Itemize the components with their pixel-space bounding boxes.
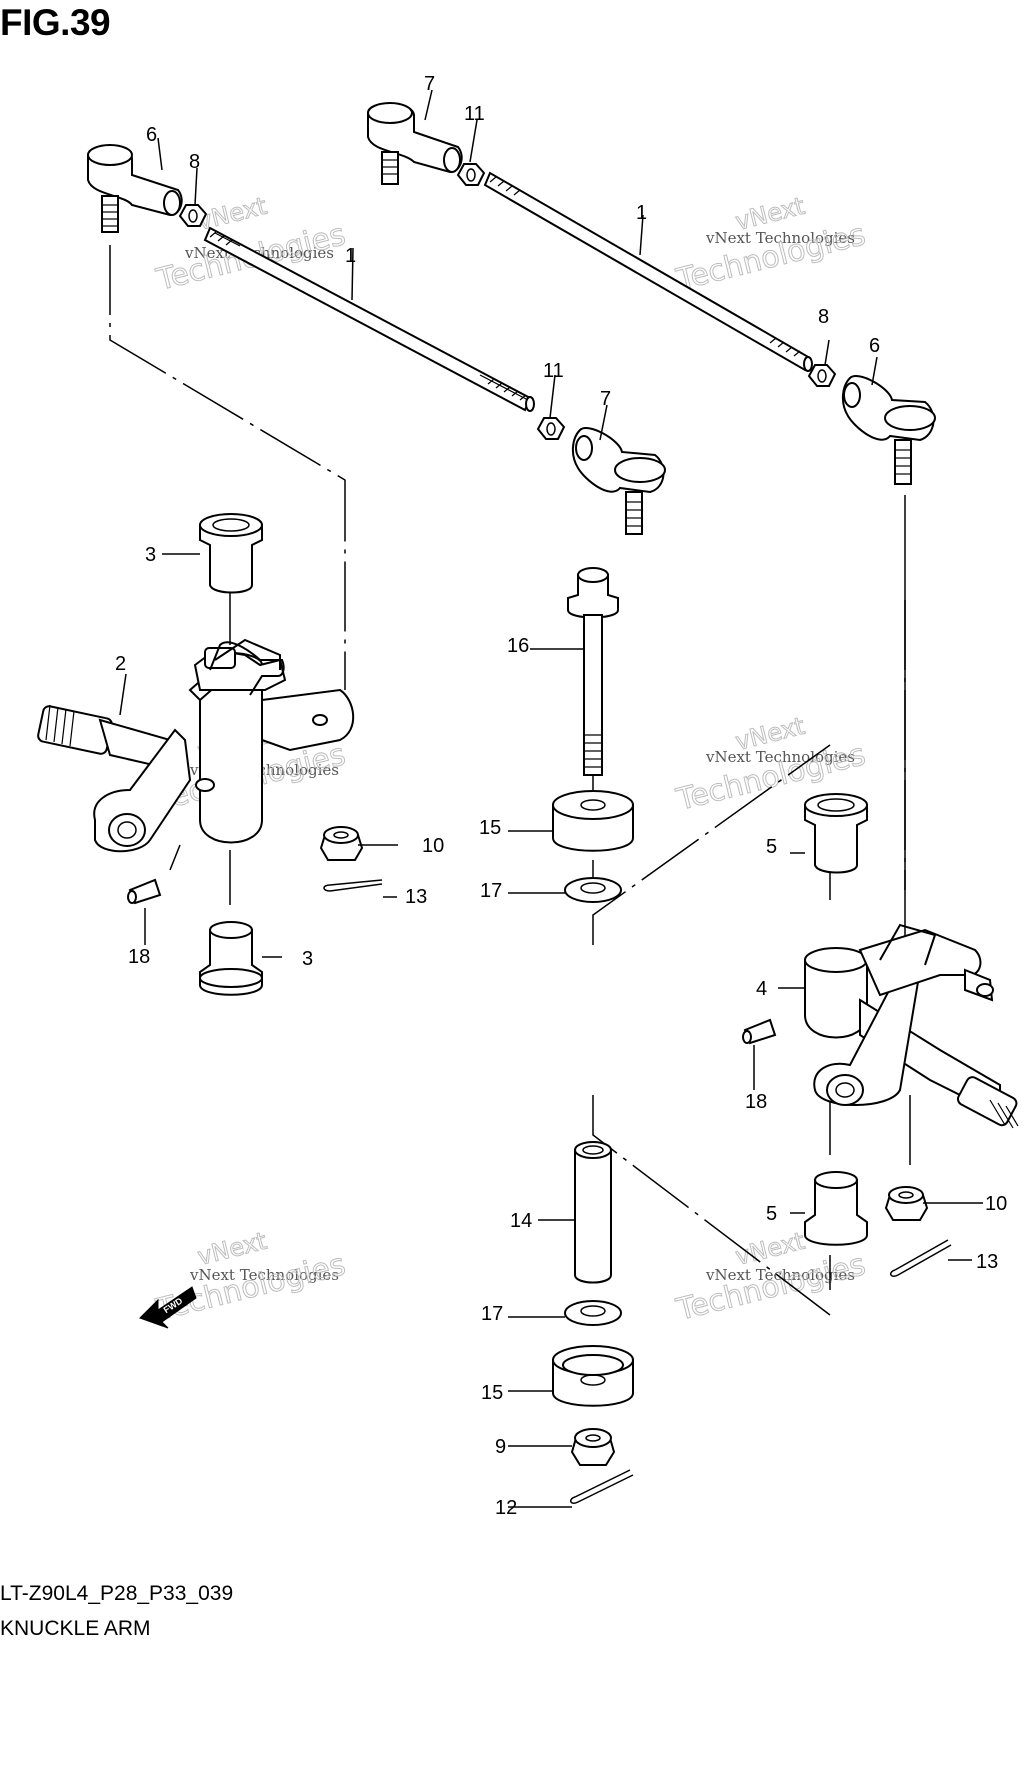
callout-16: 16 [507,635,529,657]
nut-10-right [884,1186,929,1221]
grease-nipple-18-left [127,878,162,905]
nut-10-left [319,826,364,861]
svg-text:vNext: vNext [195,1227,270,1271]
cotter-pin-12 [570,1469,634,1504]
nut-8-right [807,364,837,387]
knuckle-arm-right-spindle-thread [989,1099,1019,1129]
callout-15: 15 [479,817,501,839]
bushing-5-bottom [804,1171,868,1246]
tie-rod-end-7-right-top [367,102,463,185]
callout-11: 11 [464,103,485,125]
watermark-1: vNext vNext Technologies Technologies [152,191,349,298]
bushing-3-bottom [199,921,263,996]
callout-leaders [119,89,983,1508]
washer-17-bottom [564,1300,622,1326]
callout-13: 13 [976,1251,998,1273]
callout-4: 4 [756,978,767,1000]
svg-text:vNext Technologies: vNext Technologies [189,1266,339,1284]
callout-3: 3 [302,948,313,970]
tie-rod-right [483,171,813,372]
callout-10: 10 [422,835,444,857]
callout-9: 9 [495,1436,506,1458]
callout-labels: 6 8 7 11 1 1 11 7 8 6 3 2 3 16 10 15 13 … [115,73,1007,1519]
callout-17: 17 [481,1303,503,1325]
callout-14: 14 [510,1210,532,1232]
bushing-3-top [199,513,263,594]
assembly-lines [109,245,911,1316]
watermark-2: vNext vNext Technologies Technologies [672,191,869,298]
tie-rod-end-6-left [87,144,183,233]
seal-15-bottom [552,1345,634,1407]
nut-8-left [178,204,208,227]
callout-12: 12 [495,1497,517,1519]
callout-7: 7 [600,388,611,410]
cotter-pin-13-right [890,1239,952,1277]
tie-rod-left [203,226,535,412]
callout-5: 5 [766,1203,777,1225]
knuckle-arm-left [37,638,355,853]
nut-11-top [456,163,486,186]
seal-15-top [552,790,634,852]
callout-1: 1 [345,245,356,267]
svg-text:vNext Technologies: vNext Technologies [705,1266,855,1284]
spacer-14 [574,1141,612,1284]
section-name: KNUCKLE ARM [0,1617,151,1640]
callout-8: 8 [189,151,200,173]
nut-9 [570,1428,616,1466]
cotter-pin-13-left [323,879,383,892]
callout-6: 6 [869,335,880,357]
figure-title: FIG.39 [0,2,111,43]
callout-13: 13 [405,886,427,908]
knuckle-arm-left-spindle-thread [45,704,75,747]
callout-10: 10 [985,1193,1007,1215]
tie-rod-end-7-left-bottom [572,427,666,535]
nut-11-left [536,417,566,440]
tie-rod-left-thread [209,231,527,401]
bolt-16 [567,567,619,776]
callout-11: 11 [543,360,564,382]
callout-15: 15 [481,1382,503,1404]
knuckle-arm-right [804,923,1019,1129]
bolt-16-thread [584,734,602,768]
callout-18: 18 [745,1091,767,1113]
watermark-5: vNext vNext Technologies Technologies [152,1226,349,1328]
callout-18: 18 [128,946,150,968]
callout-1: 1 [636,202,647,224]
grease-nipple-18-right [742,1018,777,1045]
svg-text:Technologies: Technologies [152,1247,348,1328]
callout-8: 8 [818,306,829,328]
svg-text:vNext Technologies: vNext Technologies [705,229,855,247]
callout-17: 17 [480,880,502,902]
callout-6: 6 [146,124,157,146]
svg-text:vNext Technologies: vNext Technologies [705,748,855,766]
callout-7: 7 [424,73,435,95]
model-code: LT-Z90L4_P28_P33_039 [0,1582,234,1605]
bushing-5-top [804,793,868,874]
callout-3: 3 [145,544,156,566]
callout-5: 5 [766,836,777,858]
callout-2: 2 [115,653,126,675]
tie-rod-end-6-right-bottom [842,375,936,485]
tie-rod-right-thread [489,176,801,357]
washer-17-top [564,877,622,903]
